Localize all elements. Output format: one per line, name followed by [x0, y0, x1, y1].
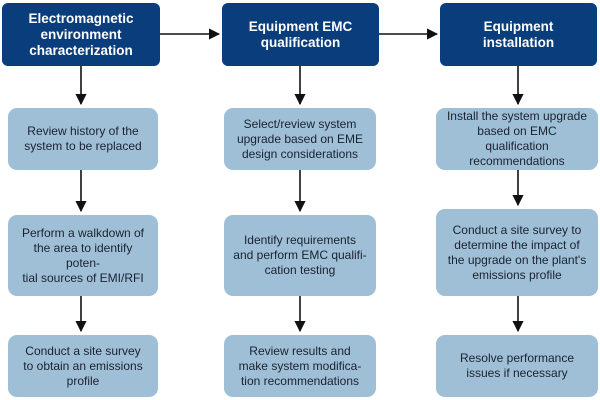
column-2-step-2: Identify requirements and perform EMC qu… [224, 215, 376, 296]
column-1-header-label: Electromagnetic environment characteriza… [28, 10, 134, 58]
column-1-step-2-label: Perform a walkdown of the area to identi… [21, 225, 145, 285]
column-1-header: Electromagnetic environment characteriza… [2, 3, 160, 66]
column-3-step-2-label: Conduct a site survey to determine the i… [447, 222, 587, 282]
column-2-step-2-label: Identify requirements and perform EMC qu… [233, 233, 367, 277]
column-3-header-label: Equipment installation [482, 18, 555, 50]
column-3-step-3-label: Resolve performance issues if necessary [459, 351, 575, 380]
column-2-step-1-label: Select/review system upgrade based on EM… [236, 116, 364, 161]
column-3-step-2: Conduct a site survey to determine the i… [436, 209, 598, 296]
column-2-step-1: Select/review system upgrade based on EM… [224, 108, 376, 170]
column-3-step-3: Resolve performance issues if necessary [436, 335, 598, 397]
column-3-step-1-label: Install the system upgrade based on EMC … [446, 109, 588, 168]
column-1-step-2: Perform a walkdown of the area to identi… [8, 215, 158, 296]
column-2-header: Equipment EMC qualification [222, 3, 379, 66]
column-2-header-label: Equipment EMC qualification [248, 18, 353, 50]
column-1-step-1-label: Review history of the system to be repla… [24, 124, 142, 153]
column-2-step-3: Review results and make system modifica-… [224, 335, 376, 397]
column-1-step-3-label: Conduct a site survey to obtain an emiss… [23, 343, 143, 388]
column-3-header: Equipment installation [440, 3, 597, 66]
column-1-step-3: Conduct a site survey to obtain an emiss… [8, 335, 158, 397]
column-1-step-1: Review history of the system to be repla… [8, 108, 158, 170]
column-3-step-1: Install the system upgrade based on EMC … [436, 108, 598, 170]
column-2-step-3-label: Review results and make system modifica-… [238, 343, 362, 388]
